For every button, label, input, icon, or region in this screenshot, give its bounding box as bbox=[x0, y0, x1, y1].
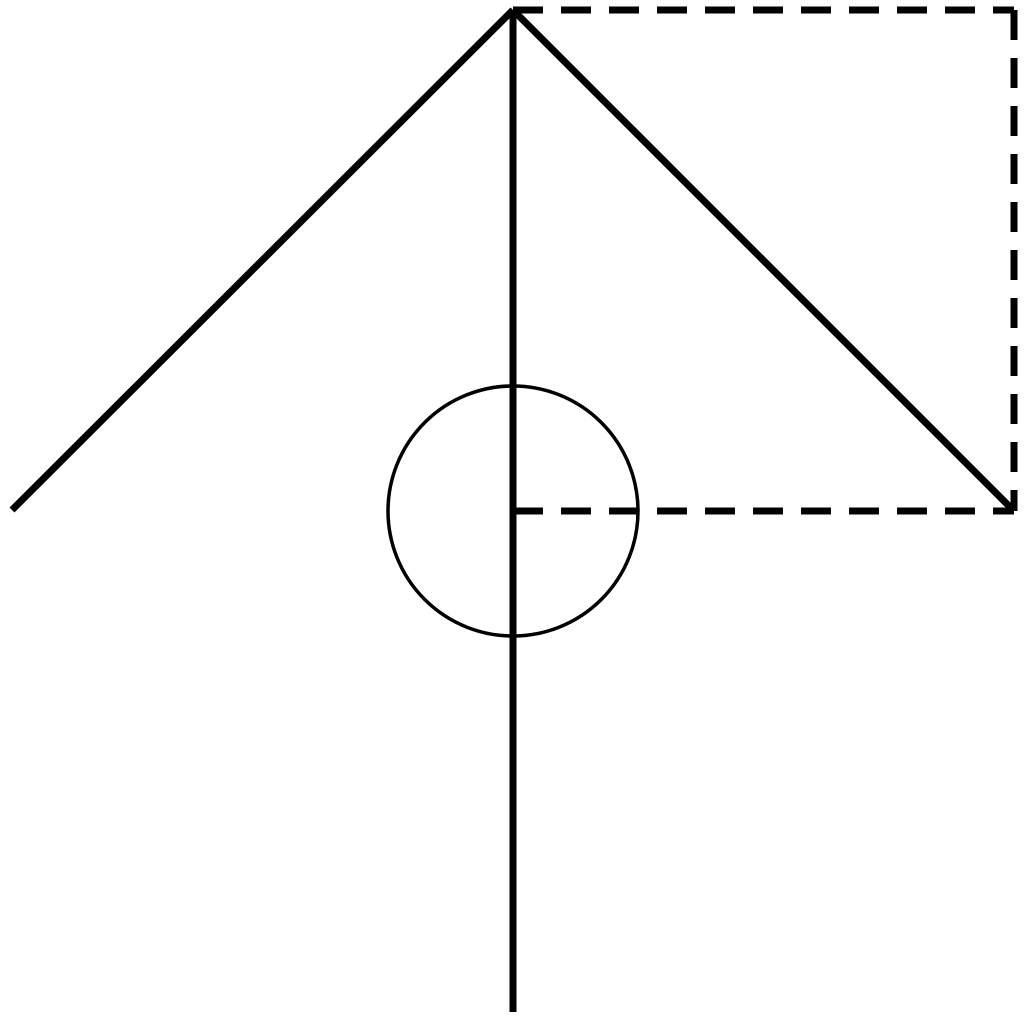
right-diagonal-line bbox=[510, 7, 1017, 514]
center-circle bbox=[386, 384, 640, 638]
dashed-rectangle bbox=[513, 6, 1018, 515]
left-diagonal-line bbox=[9, 7, 516, 513]
